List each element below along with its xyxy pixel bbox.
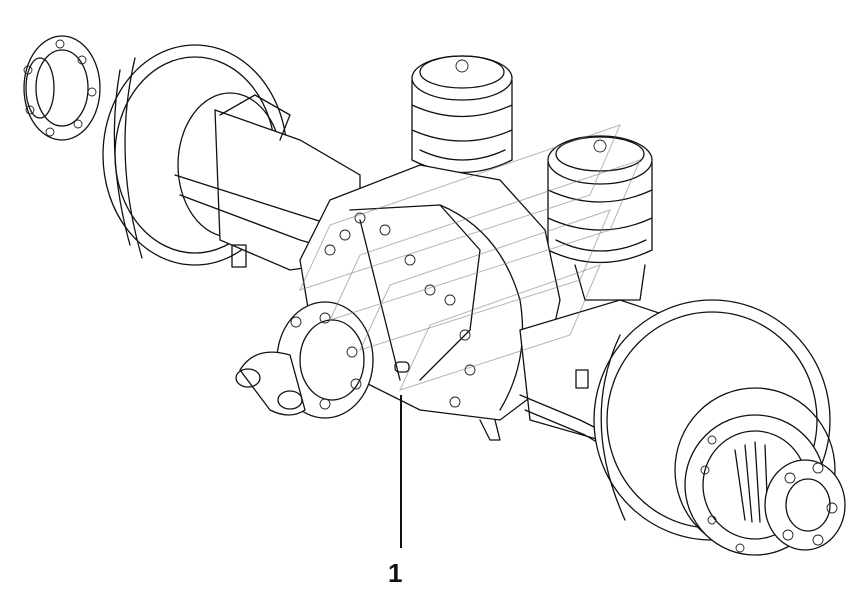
left-wheel-flange (23, 35, 101, 141)
left-air-spring (411, 55, 513, 174)
right-wheel-flange (684, 414, 846, 556)
input-flange (235, 301, 374, 419)
callout-label: 1 (388, 558, 403, 588)
right-air-spring (547, 135, 653, 301)
watermark (299, 124, 641, 391)
